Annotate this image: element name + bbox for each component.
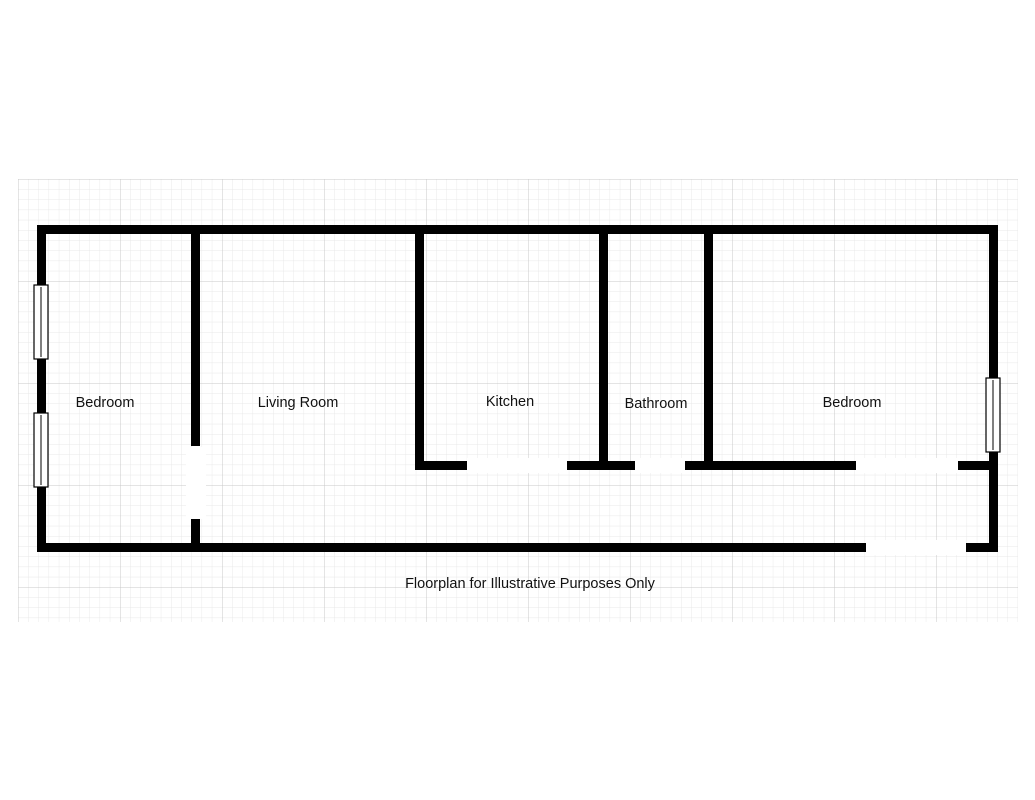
wall-bedroom-living-lower [191, 519, 200, 549]
door-bedroom-east [856, 458, 958, 473]
window-west-upper [33, 284, 49, 360]
door-bedroom-west [186, 447, 206, 519]
door-bathroom [635, 458, 685, 473]
window-east [985, 377, 1001, 453]
wall-bottom [37, 543, 866, 552]
wall-top [37, 225, 998, 234]
wall-bedroom-living [191, 229, 200, 446]
wall-hall-3 [685, 461, 856, 470]
floorplan-caption: Floorplan for Illustrative Purposes Only [405, 576, 656, 592]
windows [33, 284, 1001, 488]
room-label-kitchen: Kitchen [486, 394, 534, 410]
room-labels: Bedroom Living Room Kitchen Bathroom Bed… [76, 394, 882, 412]
wall-bathroom-bedroom [704, 229, 713, 470]
wall-hall-4 [958, 461, 998, 470]
wall-hall-1 [415, 461, 467, 470]
room-label-bathroom: Bathroom [625, 396, 688, 412]
door-front [866, 540, 966, 555]
window-west-lower [33, 412, 49, 488]
walls [37, 225, 998, 552]
wall-kitchen-bathroom [599, 229, 608, 470]
door-kitchen [467, 458, 567, 473]
wall-hall-2 [567, 461, 635, 470]
wall-bottom-right [966, 543, 998, 552]
wall-left [37, 225, 46, 552]
room-label-living-room: Living Room [258, 395, 339, 411]
wall-kitchen-west [415, 229, 424, 470]
room-label-bedroom-west: Bedroom [76, 395, 135, 411]
doorways [186, 447, 966, 555]
room-label-bedroom-east: Bedroom [823, 395, 882, 411]
